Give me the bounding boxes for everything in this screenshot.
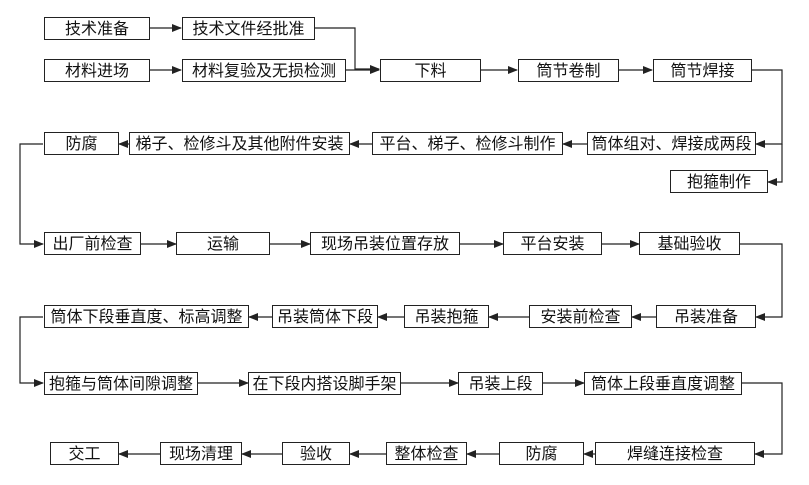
step-anticorrosion-2: 防腐 — [499, 442, 584, 465]
step-hoop-make: 抱箍制作 — [670, 170, 768, 193]
step-site-clean: 现场清理 — [160, 442, 242, 465]
step-anticorrosion-1: 防腐 — [44, 132, 119, 155]
step-overall-check: 整体检查 — [386, 442, 467, 465]
step-site-storage: 现场吊装位置存放 — [310, 232, 460, 255]
step-handover: 交工 — [50, 442, 119, 465]
step-ladder-install: 梯子、检修斗及其他附件安装 — [129, 132, 350, 155]
arrow — [752, 69, 783, 148]
step-shell-assembly: 筒体组对、焊接成两段 — [587, 132, 756, 155]
step-material-recheck: 材料复验及无损检测 — [182, 59, 346, 82]
step-transport: 运输 — [176, 232, 270, 255]
step-tech-doc-approval: 技术文件经批准 — [182, 17, 315, 40]
step-platform-install: 平台安装 — [503, 232, 602, 255]
step-hoop-gap-adjust: 抱箍与筒体间隙调整 — [44, 372, 198, 395]
step-blanking: 下料 — [380, 59, 481, 82]
step-shell-lower-adjust: 筒体下段垂直度、标高调整 — [44, 305, 249, 328]
arrow — [740, 243, 783, 321]
arrow — [742, 382, 783, 458]
arrow — [19, 316, 44, 387]
arrow — [315, 27, 380, 73]
step-lift-hoop: 吊装抱箍 — [404, 305, 489, 328]
step-section-welding: 筒节焊接 — [653, 59, 752, 82]
step-shell-upper-adjust: 筒体上段垂直度调整 — [584, 372, 742, 395]
step-section-rolling: 筒节卷制 — [518, 59, 619, 82]
step-material-entry: 材料进场 — [44, 59, 150, 82]
step-acceptance: 验收 — [282, 442, 350, 465]
step-lift-prep: 吊装准备 — [656, 305, 756, 328]
step-platform-make: 平台、梯子、检修斗制作 — [372, 132, 563, 155]
arrow — [767, 144, 783, 186]
step-seam-check: 焊缝连接检查 — [595, 442, 755, 465]
step-lift-lower: 吊装筒体下段 — [272, 305, 378, 328]
step-scaffold: 在下段内搭设脚手架 — [248, 372, 401, 395]
step-pre-install-check: 安装前检查 — [529, 305, 632, 328]
step-foundation-accept: 基础验收 — [639, 232, 740, 255]
arrow — [19, 143, 44, 248]
step-tech-prep: 技术准备 — [44, 17, 150, 40]
step-factory-inspect: 出厂前检查 — [44, 232, 141, 255]
step-lift-upper: 吊装上段 — [458, 372, 543, 395]
